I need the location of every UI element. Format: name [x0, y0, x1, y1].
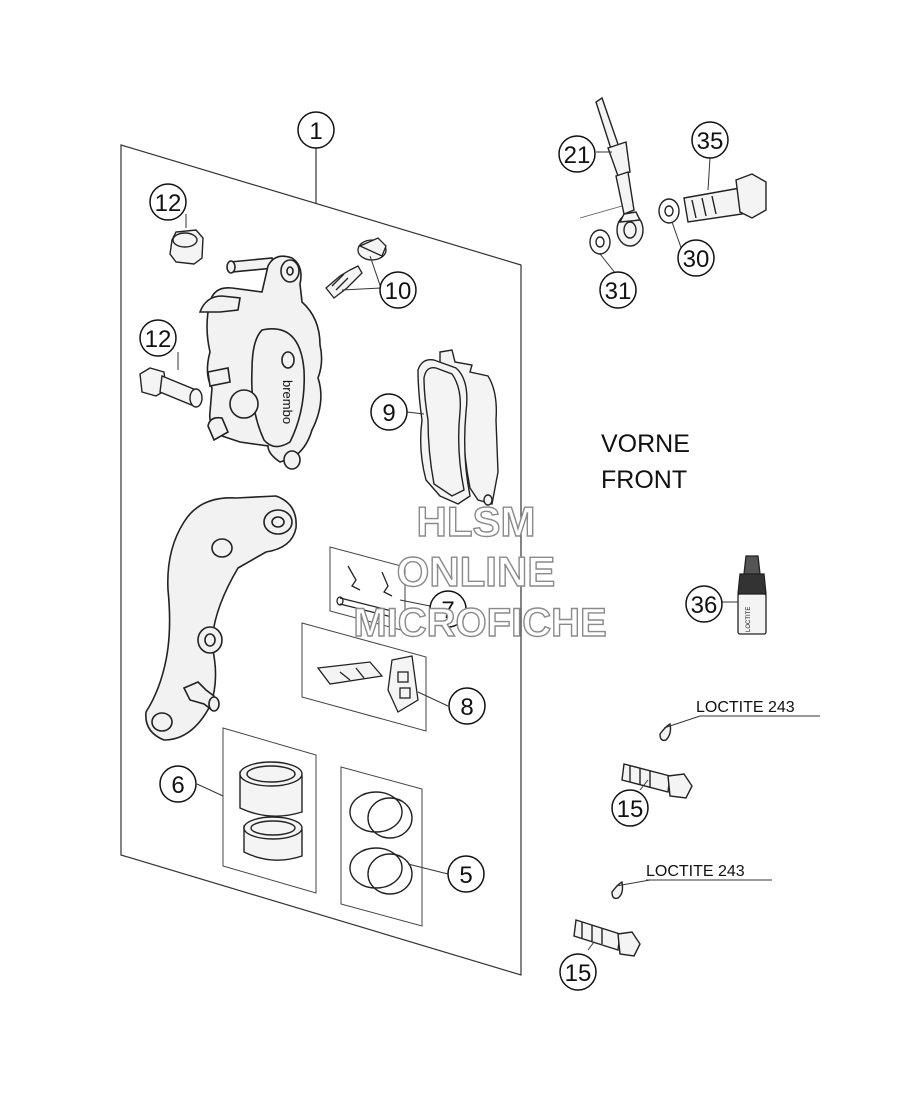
- loctite-label-upper: LOCTITE 243: [696, 699, 795, 716]
- callout-12-top: 12: [149, 183, 187, 221]
- svg-text:9: 9: [382, 400, 395, 427]
- caliper-brand-text: brembo: [280, 380, 295, 424]
- callout-8: 8: [448, 687, 486, 725]
- callout-35: 35: [691, 121, 729, 159]
- svg-text:31: 31: [605, 278, 632, 305]
- callout-6: 6: [159, 765, 197, 803]
- svg-text:35: 35: [697, 128, 724, 155]
- pin-kit-part: [336, 565, 397, 619]
- brake-pads-part: [417, 349, 499, 506]
- svg-text:7: 7: [441, 597, 454, 624]
- svg-text:12: 12: [155, 190, 182, 217]
- brake-line-part: [595, 96, 644, 247]
- bolt-15-upper-part: [621, 722, 693, 799]
- brake-caliper-part: [198, 255, 323, 470]
- svg-text:12: 12: [145, 326, 172, 353]
- washer-31-part: [589, 229, 611, 255]
- callout-10: 10: [379, 271, 417, 309]
- svg-text:36: 36: [691, 592, 718, 619]
- svg-text:HLSM: HLSM: [417, 498, 536, 545]
- region-label-front: FRONT: [601, 466, 687, 494]
- caliper-bracket-part: [145, 495, 297, 741]
- leader-lines: [177, 151, 738, 875]
- loctite-bottle-label: LOCTITE: [746, 607, 752, 632]
- seals-box: [340, 766, 423, 927]
- callout-21: 21: [558, 135, 596, 173]
- svg-text:5: 5: [459, 862, 472, 889]
- pin-kit-box: [329, 546, 406, 632]
- svg-text:15: 15: [565, 960, 592, 987]
- svg-text:10: 10: [385, 278, 412, 305]
- washer-30-part: [658, 198, 680, 224]
- pistons-box: [222, 727, 317, 894]
- assembly-panel: [120, 144, 522, 976]
- region-label-vorne: VORNE: [601, 430, 690, 458]
- callout-31: 31: [599, 271, 637, 309]
- svg-text:MICROFICHE: MICROFICHE: [353, 601, 606, 645]
- callout-15-lower: 15: [559, 953, 597, 991]
- nut-part: [169, 229, 204, 265]
- loctite-bottle-part: [737, 555, 767, 635]
- callout-12-mid: 12: [139, 319, 177, 357]
- svg-text:1: 1: [309, 118, 322, 145]
- svg-text:6: 6: [171, 772, 184, 799]
- svg-text:30: 30: [683, 246, 710, 273]
- callout-5: 5: [447, 855, 485, 893]
- banjo-bolt-part: [683, 173, 767, 223]
- svg-text:ONLINE: ONLINE: [397, 548, 556, 595]
- spring-plate-box: [301, 622, 427, 732]
- callout-15-upper: 15: [611, 789, 649, 827]
- svg-text:15: 15: [617, 796, 644, 823]
- callout-9: 9: [370, 393, 408, 431]
- callout-36: 36: [685, 585, 723, 623]
- caliper-bolt-part: [139, 367, 203, 408]
- callout-7: 7: [429, 590, 467, 628]
- watermark: HLSM ONLINE MICROFICHE: [353, 497, 608, 645]
- pistons-part: [239, 761, 303, 861]
- loctite-label-lower: LOCTITE 243: [646, 863, 745, 880]
- spring-plate-part: [316, 655, 419, 713]
- callout-1: 1: [297, 111, 335, 149]
- callout-30: 30: [677, 239, 715, 277]
- seals-part: [349, 791, 413, 895]
- svg-text:8: 8: [460, 694, 473, 721]
- bolt-15-lower-part: [573, 880, 641, 957]
- bleeder-valve-part: [325, 237, 387, 299]
- svg-text:21: 21: [564, 142, 591, 169]
